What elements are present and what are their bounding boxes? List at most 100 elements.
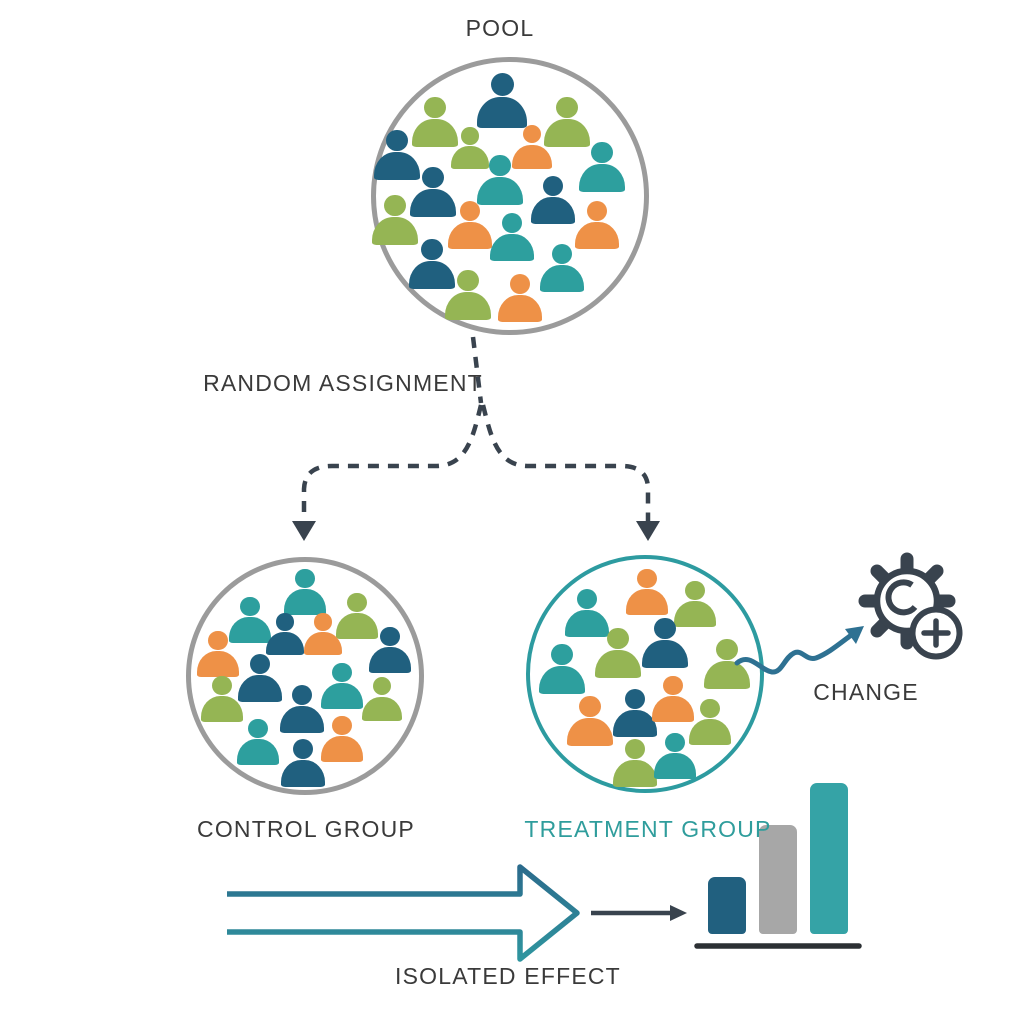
person-head (314, 613, 332, 631)
person-body (654, 753, 696, 780)
person-head (292, 738, 314, 760)
person-head (490, 72, 514, 96)
person-body (266, 631, 304, 655)
person-head (551, 643, 573, 665)
bar-3 (810, 783, 848, 934)
person-head (509, 273, 531, 295)
person-icon (266, 613, 304, 655)
person-icon (369, 626, 411, 674)
change-label: CHANGE (813, 679, 919, 705)
bar-1 (708, 877, 746, 934)
person-body (445, 292, 491, 321)
person-head (212, 675, 232, 696)
person-body (372, 217, 418, 246)
person-head (347, 592, 367, 613)
person-body (374, 152, 420, 181)
person-icon (490, 212, 534, 262)
person-body (238, 675, 282, 703)
person-icon (575, 200, 619, 250)
person-body (567, 718, 613, 747)
person-body (642, 640, 688, 669)
person-head (637, 568, 657, 589)
person-head (607, 627, 629, 649)
person-icon (229, 596, 271, 644)
person-icon (674, 580, 716, 628)
person-body (595, 650, 641, 679)
person-icon (410, 166, 456, 218)
person-head (276, 613, 294, 631)
person-icon (237, 718, 279, 766)
person-body (540, 265, 584, 293)
person-icon (498, 273, 542, 323)
person-icon (567, 695, 613, 747)
person-head (665, 732, 685, 753)
person-body (197, 651, 239, 678)
person-icon (238, 653, 282, 703)
person-body (448, 222, 492, 250)
person-icon (477, 154, 523, 206)
person-icon (539, 643, 585, 695)
person-head (332, 662, 352, 683)
person-body (575, 222, 619, 250)
person-body (229, 617, 271, 644)
person-head (424, 96, 446, 118)
person-head (663, 675, 683, 696)
person-icon (595, 627, 641, 679)
person-body (613, 710, 657, 738)
person-head (208, 630, 228, 651)
person-body (321, 683, 363, 710)
person-body (539, 666, 585, 695)
pool-label: POOL (465, 15, 535, 41)
person-head (522, 125, 542, 144)
person-head (576, 588, 598, 610)
person-body (237, 739, 279, 766)
person-body (674, 601, 716, 628)
person-body (336, 613, 378, 640)
person-head (624, 688, 646, 710)
person-body (531, 197, 575, 225)
person-icon (197, 630, 239, 678)
person-head (591, 141, 613, 163)
person-body (512, 144, 552, 169)
person-icon (579, 141, 625, 193)
person-icon (281, 738, 325, 788)
person-body (321, 736, 363, 763)
person-head (248, 718, 268, 739)
person-body (477, 97, 527, 128)
person-head (716, 638, 738, 660)
person-head (551, 243, 573, 265)
person-icon (409, 238, 455, 290)
person-head (685, 580, 705, 601)
person-head (422, 166, 444, 188)
person-icon (613, 688, 657, 738)
person-icon (613, 738, 657, 788)
person-icon (304, 613, 342, 655)
person-head (249, 653, 271, 675)
person-head (295, 568, 315, 589)
person-icon (321, 715, 363, 763)
person-head (489, 154, 511, 176)
person-body (280, 706, 324, 734)
person-icon (374, 129, 420, 181)
person-head (380, 626, 400, 647)
person-head (332, 715, 352, 736)
person-body (362, 696, 402, 721)
person-body (613, 760, 657, 788)
person-icon (201, 675, 243, 723)
person-icon (280, 684, 324, 734)
person-body (410, 189, 456, 218)
person-head (556, 96, 578, 118)
person-icon (689, 698, 731, 746)
person-icon (544, 96, 590, 148)
person-icon (642, 617, 688, 669)
person-icon (512, 125, 552, 169)
person-icon (652, 675, 694, 723)
person-body (652, 696, 694, 723)
person-head (240, 596, 260, 617)
person-body (284, 589, 326, 616)
person-icon (412, 96, 458, 148)
person-icon (626, 568, 668, 616)
random-assignment-label: RANDOM ASSIGNMENT (203, 370, 483, 396)
